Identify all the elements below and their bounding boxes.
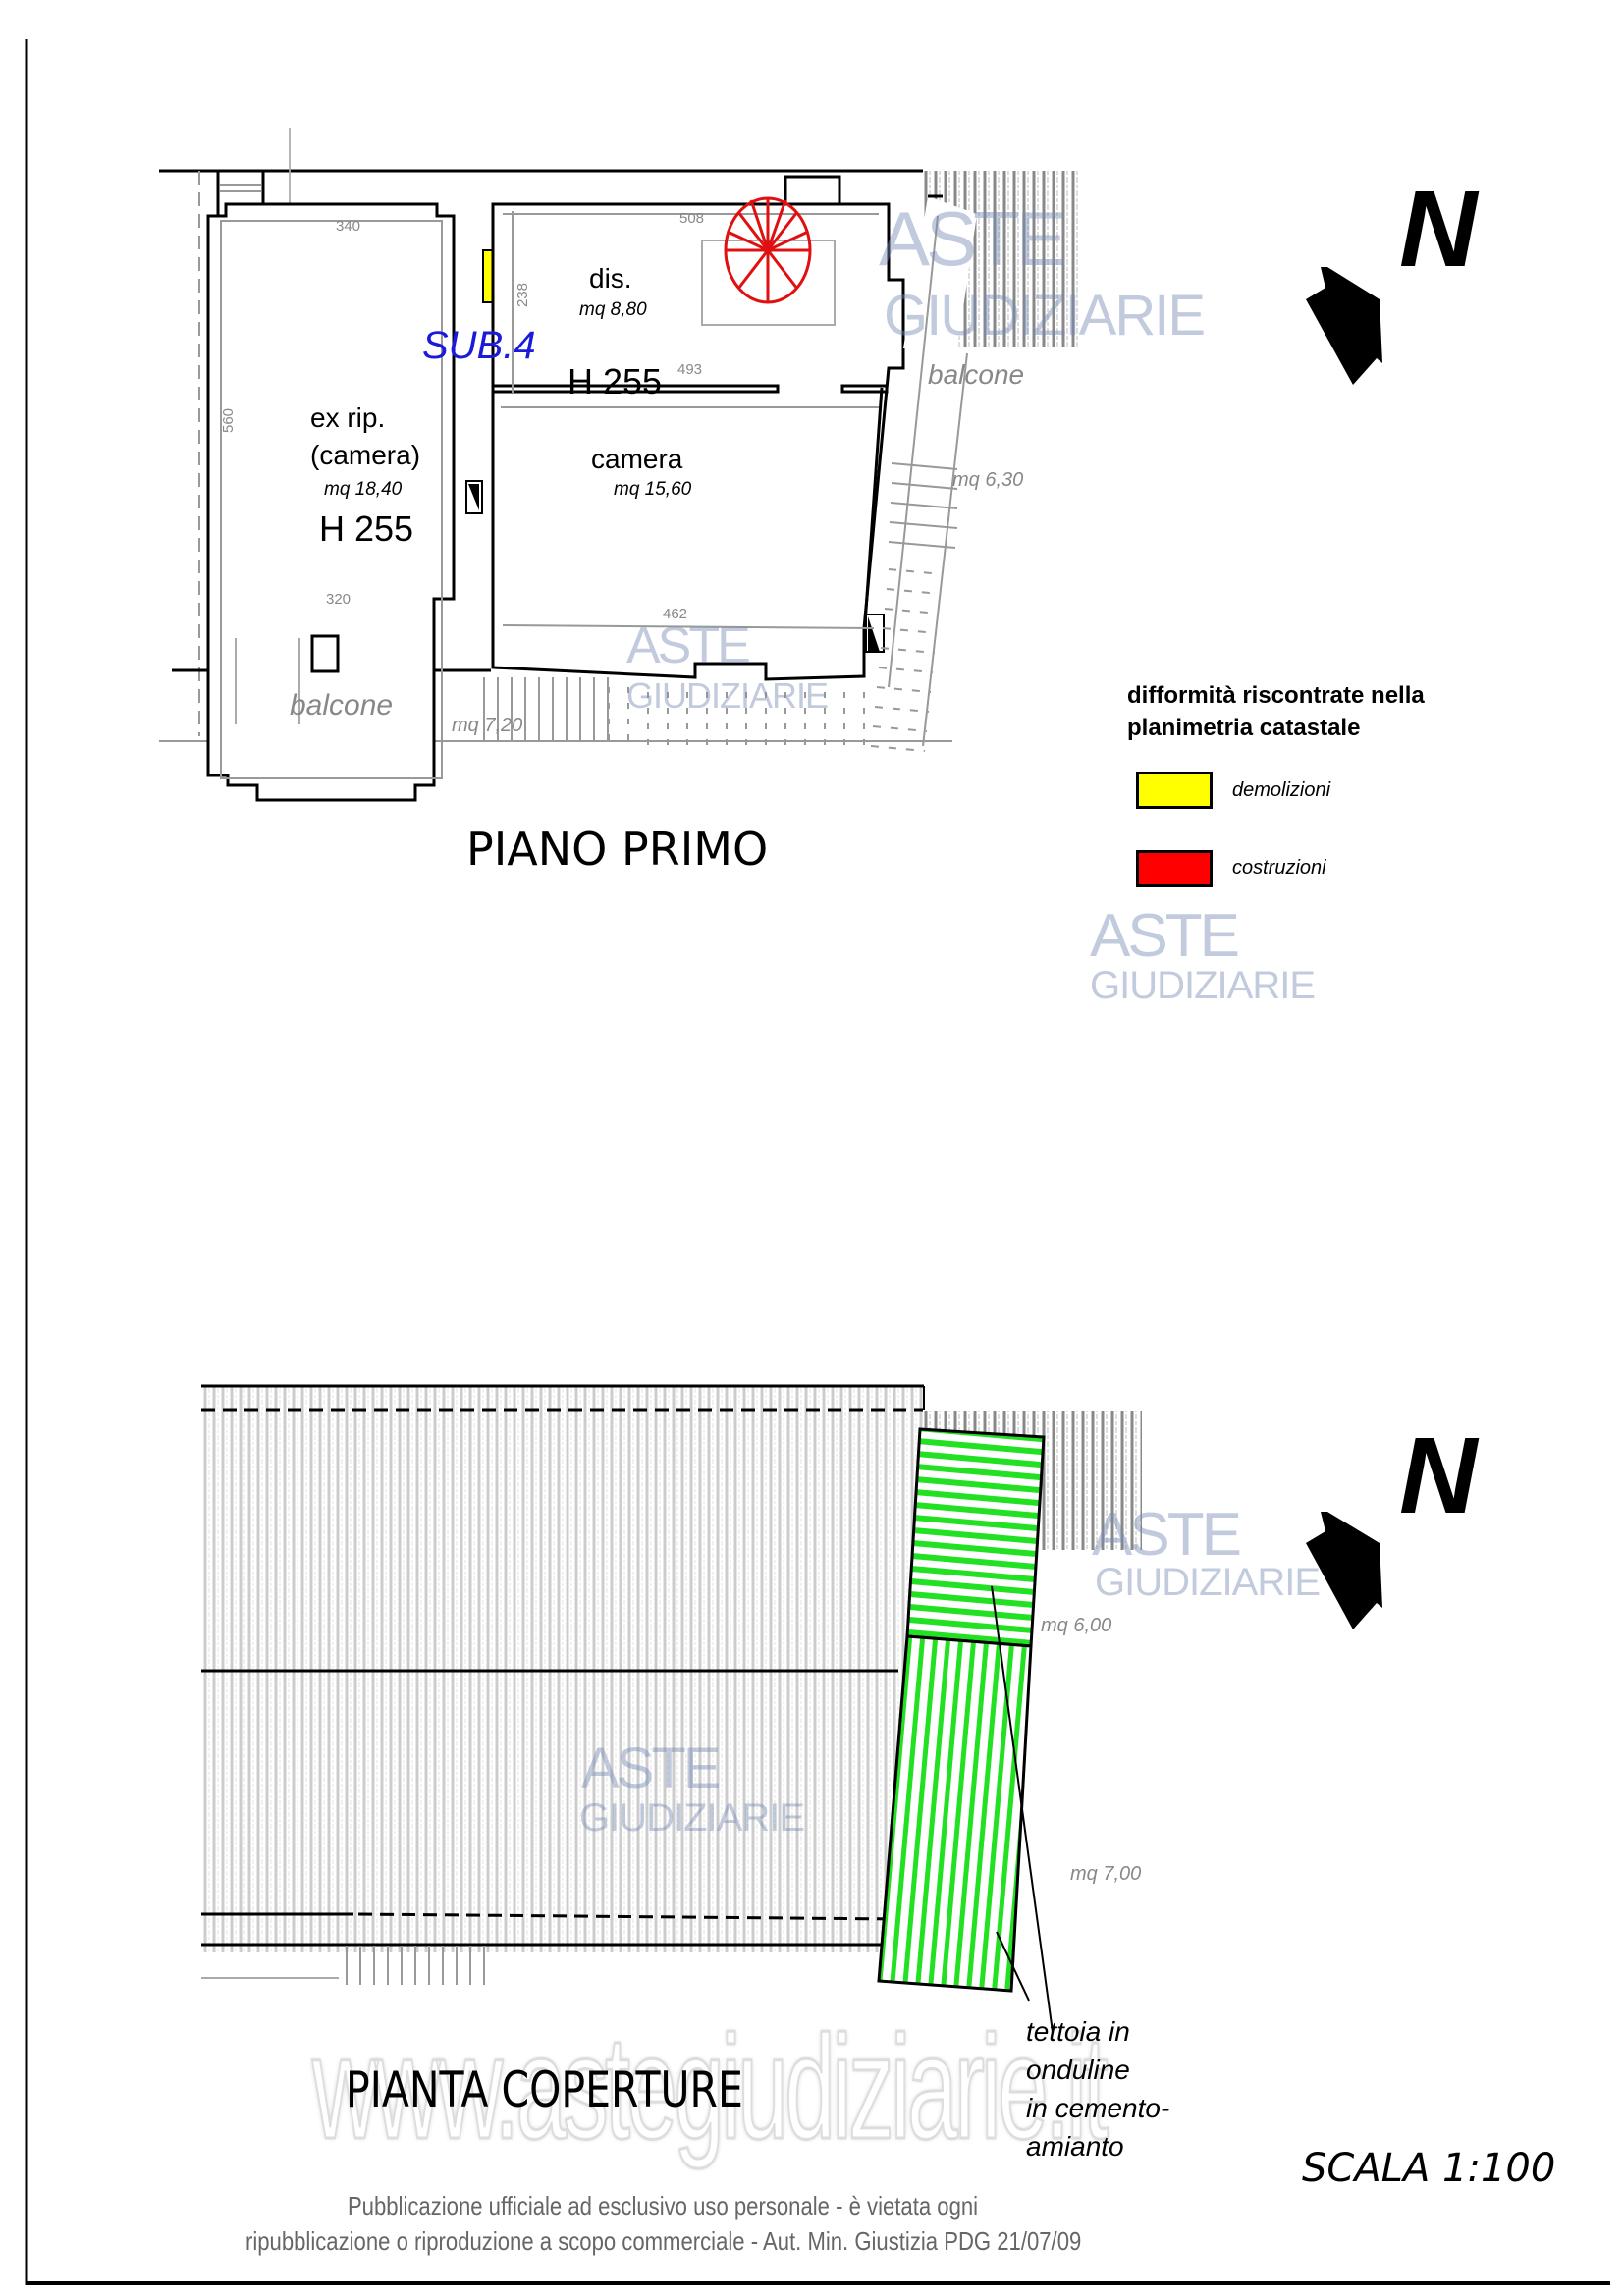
room-name: (camera) bbox=[310, 440, 421, 470]
dimension-label: 508 bbox=[679, 210, 705, 227]
north-label: N bbox=[1399, 1415, 1478, 1536]
room-area: mq 8,80 bbox=[579, 299, 647, 320]
room-area: mq 15,60 bbox=[614, 479, 692, 500]
north-label: N bbox=[1399, 169, 1478, 290]
watermark-logo: ASTE bbox=[1090, 902, 1240, 970]
watermark-logo: ASTE bbox=[626, 617, 751, 674]
roof-area-label: mq 7,00 bbox=[1070, 1863, 1142, 1885]
watermark-logo: ASTE bbox=[581, 1736, 721, 1800]
watermark-logo: GIUDIZIARIE bbox=[1090, 964, 1316, 1007]
watermark-logo: GIUDIZIARIE bbox=[1095, 1561, 1321, 1604]
legend-title: difformità riscontrate nella planimetria… bbox=[1127, 682, 1425, 741]
roof-area-6 bbox=[905, 1427, 1046, 1648]
roof-note: tettoia in onduline in cemento- amianto bbox=[1026, 2016, 1170, 2162]
balcony-area: mq 7,20 bbox=[452, 715, 523, 736]
room-name: camera bbox=[591, 444, 683, 474]
dimension-label: 560 bbox=[220, 407, 238, 434]
room-name: dis. bbox=[589, 263, 632, 294]
balcony-area: mq 6,30 bbox=[952, 469, 1024, 491]
roof-area-7 bbox=[877, 1634, 1033, 1993]
legend-label: demolizioni bbox=[1232, 779, 1331, 801]
dimension-label: 493 bbox=[677, 361, 703, 378]
dimension-label: 462 bbox=[663, 606, 688, 622]
watermark-logo: ASTE bbox=[879, 195, 1067, 282]
watermark-site: www.astegiudiziarie.it bbox=[311, 2003, 1109, 2171]
watermark-logo: GIUDIZIARIE bbox=[579, 1796, 805, 1840]
balcony-label: balcone bbox=[290, 689, 394, 721]
watermark-logo: GIUDIZIARIE bbox=[884, 284, 1206, 347]
watermark-logo: GIUDIZIARIE bbox=[626, 675, 829, 716]
spiral-staircase bbox=[724, 196, 812, 304]
roof-area-label: mq 6,00 bbox=[1041, 1615, 1112, 1636]
plan-title-piano-primo: PIANO PRIMO bbox=[466, 823, 769, 876]
room-height: H 255 bbox=[568, 361, 663, 401]
balcony-right bbox=[888, 215, 968, 747]
balcony-label: balcone bbox=[928, 359, 1025, 390]
plan-title-pianta-coperture: PIANTA COPERTURE bbox=[346, 2061, 743, 2118]
dimension-label: 320 bbox=[326, 591, 352, 608]
dimension-label: 340 bbox=[336, 218, 361, 235]
sub-label: SUB.4 bbox=[422, 324, 536, 367]
north-arrow-icon-2 bbox=[1306, 1512, 1382, 1629]
scale-label: SCALA 1:100 bbox=[1302, 2146, 1556, 2191]
room-height: H 255 bbox=[319, 508, 414, 549]
footer-line-1: Pubblicazione ufficiale ad esclusivo uso… bbox=[347, 2191, 979, 2220]
room-area: mq 18,40 bbox=[324, 479, 403, 500]
watermark-logo: ASTE bbox=[1092, 1501, 1242, 1569]
roof-plan bbox=[201, 1384, 1142, 2033]
north-arrow-icon-1 bbox=[1306, 267, 1382, 385]
legend-label: costruzioni bbox=[1232, 857, 1326, 879]
legend-swatch-red bbox=[1136, 850, 1213, 887]
floor-plan-piano-primo bbox=[159, 128, 1081, 802]
footer-line-2: ripubblicazione o riproduzione a scopo c… bbox=[245, 2226, 1082, 2256]
legend-swatch-yellow bbox=[1136, 772, 1213, 809]
dimension-label: 238 bbox=[514, 282, 532, 308]
room-name: ex rip. bbox=[310, 402, 386, 433]
